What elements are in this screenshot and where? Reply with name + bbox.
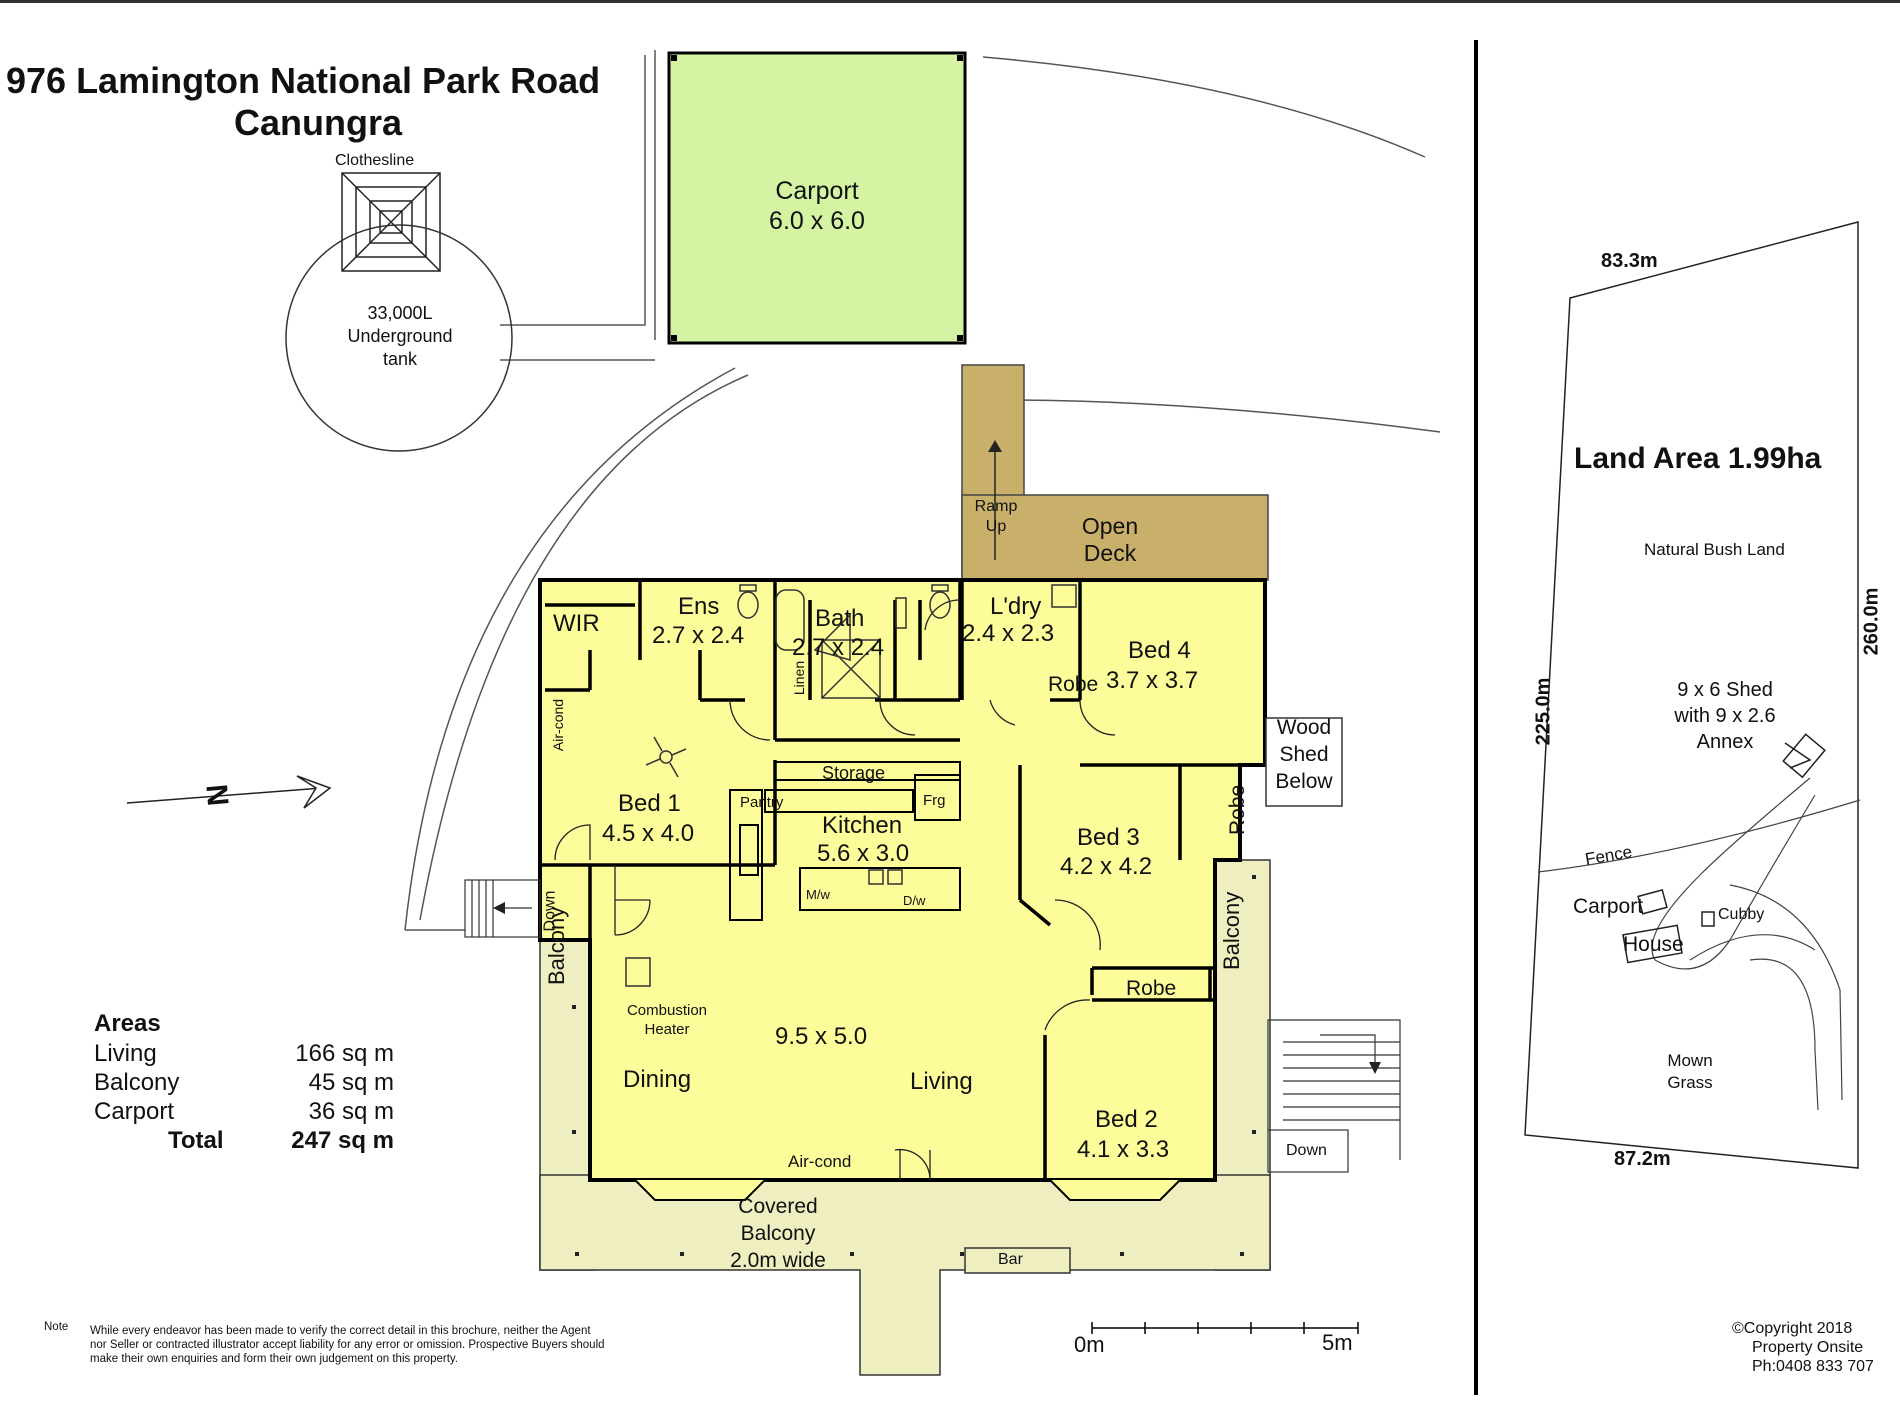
area-label: Living bbox=[94, 1040, 157, 1067]
living-label: Living bbox=[910, 1068, 973, 1095]
bath-size: 2.7 x 2.4 bbox=[792, 634, 885, 661]
carport-slab bbox=[667, 51, 967, 345]
balcony-left-label: Balcony bbox=[544, 906, 569, 985]
balcony-right-label: Balcony bbox=[1219, 891, 1244, 970]
copyright-line-1: ©Copyright 2018 bbox=[1732, 1320, 1853, 1337]
area-row-total: Total 247 sq m bbox=[94, 1127, 394, 1156]
mown-grass-label: Mown Grass bbox=[1667, 1051, 1713, 1092]
carport-size: 6.0 x 6.0 bbox=[769, 207, 865, 235]
wir-label: WIR bbox=[553, 610, 600, 637]
areas-heading: Areas bbox=[94, 1010, 161, 1037]
robe-bed2: Robe bbox=[1126, 977, 1177, 1000]
tank-label: 33,000L Underground tank bbox=[347, 303, 453, 369]
stairs-right bbox=[1267, 1019, 1401, 1173]
combustion-heater-label: Combustion Heater bbox=[626, 1002, 708, 1038]
site-driveway bbox=[1537, 777, 1861, 1111]
kitchen-name: Kitchen bbox=[822, 812, 903, 839]
scale-start: 0m bbox=[1074, 1332, 1105, 1357]
land-boundary bbox=[1524, 221, 1859, 1169]
note-text: While every endeavor has been made to ve… bbox=[90, 1325, 605, 1365]
bed4-size: 3.7 x 3.7 bbox=[1106, 667, 1199, 694]
bar-counter bbox=[964, 1247, 1071, 1274]
area-row-carport: Carport 36 sq m bbox=[94, 1098, 394, 1127]
land-right-dim: 260.0m bbox=[1860, 587, 1883, 656]
woodshed-label: Wood Shed Below bbox=[1275, 716, 1333, 793]
wood-shed bbox=[1265, 717, 1343, 807]
copyright-line-3: Ph:0408 833 707 bbox=[1752, 1358, 1874, 1375]
bed2-size: 4.1 x 3.3 bbox=[1077, 1136, 1170, 1163]
tank-circle bbox=[285, 224, 513, 452]
kitchen-size: 5.6 x 3.0 bbox=[817, 840, 910, 867]
dining-label: Dining bbox=[623, 1066, 692, 1093]
area-label: Total bbox=[168, 1127, 224, 1154]
area-label: Carport bbox=[94, 1098, 175, 1125]
carport-name: Carport bbox=[775, 177, 859, 205]
land-bottom-dim: 87.2m bbox=[1614, 1148, 1671, 1170]
area-value: 45 sq m bbox=[308, 1069, 394, 1096]
open-deck bbox=[961, 494, 1269, 581]
bed1-name: Bed 1 bbox=[618, 790, 681, 817]
natural-bush-label: Natural Bush Land bbox=[1644, 540, 1785, 559]
area-value: 36 sq m bbox=[308, 1098, 394, 1125]
living-size: 9.5 x 5.0 bbox=[775, 1023, 868, 1050]
site-house-label: House bbox=[1623, 933, 1684, 956]
covered-balcony-label: Covered Balcony 2.0m wide bbox=[730, 1195, 826, 1272]
land-left-dim: 225.0m bbox=[1532, 677, 1555, 746]
fridge-label: Frg bbox=[923, 792, 946, 809]
ldry-size: 2.4 x 2.3 bbox=[962, 620, 1055, 647]
area-row-balcony: Balcony 45 sq m bbox=[94, 1069, 394, 1098]
open-deck-label: Open Deck bbox=[1081, 513, 1139, 566]
bar-label: Bar bbox=[998, 1251, 1023, 1268]
land-top-dim: 83.3m bbox=[1601, 250, 1658, 272]
driveway bbox=[404, 50, 1441, 931]
bed3-name: Bed 3 bbox=[1077, 824, 1140, 851]
north-label: N bbox=[200, 782, 236, 808]
scale-end: 5m bbox=[1322, 1330, 1353, 1355]
aircond-bed1: Air-cond bbox=[550, 698, 567, 752]
area-label: Balcony bbox=[94, 1069, 180, 1096]
note-label: Note bbox=[44, 1321, 69, 1333]
pantry-label: Pantry bbox=[740, 794, 784, 811]
site-carport-label: Carport bbox=[1573, 895, 1644, 918]
clothesline-symbol bbox=[341, 172, 441, 272]
cubby-label: Cubby bbox=[1718, 906, 1765, 923]
north-arrow bbox=[126, 775, 332, 809]
bed4-name: Bed 4 bbox=[1128, 637, 1191, 664]
bed3-size: 4.2 x 4.2 bbox=[1060, 853, 1153, 880]
bed2-name: Bed 2 bbox=[1095, 1106, 1158, 1133]
areas-table: Living 166 sq m Balcony 45 sq m Carport … bbox=[94, 1040, 394, 1156]
scale-bar bbox=[1091, 1322, 1359, 1334]
land-area-title: Land Area 1.99ha bbox=[1574, 442, 1822, 475]
bath-name: Bath bbox=[815, 605, 865, 632]
dishwasher-label: D/w bbox=[903, 893, 926, 908]
down-right-label: Down bbox=[1286, 1142, 1327, 1159]
ldry-name: L'dry bbox=[990, 593, 1042, 620]
address-line-2: Canungra bbox=[234, 102, 403, 143]
area-value: 247 sq m bbox=[291, 1127, 394, 1154]
area-value: 166 sq m bbox=[295, 1040, 394, 1067]
shed-label: 9 x 6 Shed with 9 x 2.6 Annex bbox=[1674, 679, 1776, 753]
robe-bed4: Robe bbox=[1048, 673, 1099, 696]
robe-bed3: Robe bbox=[1226, 784, 1249, 835]
clothesline-label: Clothesline bbox=[335, 152, 415, 169]
microwave-label: M/w bbox=[806, 887, 830, 902]
ramp-label: Ramp Up bbox=[974, 498, 1018, 535]
area-row-living: Living 166 sq m bbox=[94, 1040, 394, 1069]
ens-size: 2.7 x 2.4 bbox=[652, 622, 745, 649]
bed1-size: 4.5 x 4.0 bbox=[602, 820, 695, 847]
storage-label: Storage bbox=[822, 763, 886, 783]
aircond-living: Air-cond bbox=[788, 1152, 852, 1171]
copyright-line-2: Property Onsite bbox=[1752, 1339, 1864, 1356]
address-line-1: 976 Lamington National Park Road bbox=[6, 60, 601, 101]
linen-label: Linen bbox=[791, 660, 808, 696]
stairs-left bbox=[464, 879, 541, 938]
ens-name: Ens bbox=[678, 593, 720, 620]
